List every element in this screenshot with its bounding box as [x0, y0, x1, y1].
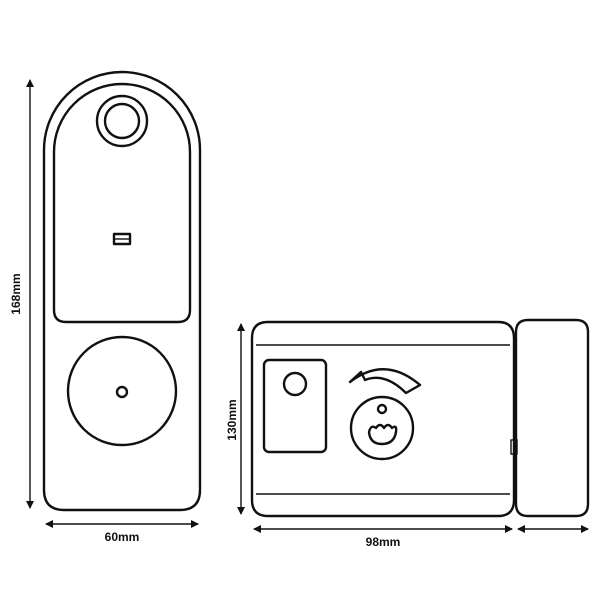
dimension-label-height: 168mm [9, 273, 23, 314]
call-button [66, 335, 178, 447]
dimension-lock-height-130: 130mm [225, 323, 245, 515]
dimension-width-60: 60mm [45, 520, 199, 544]
lock-unit [250, 320, 516, 518]
cylinder-plate [262, 358, 328, 454]
strike-plate-hinge [510, 439, 518, 455]
knob-grip [367, 423, 398, 446]
camera-lens-inner [103, 102, 141, 140]
dimension-label-width: 60mm [105, 530, 140, 544]
strike-plate [510, 318, 590, 518]
reader-unit [42, 70, 202, 512]
strike-plate-outline [514, 318, 590, 518]
dimension-height-168: 168mm [9, 79, 34, 509]
dimension-label-lock-width: 98mm [366, 535, 401, 549]
direction-arrow [348, 368, 422, 395]
dimension-lock-width-98: 98mm [253, 525, 513, 549]
knob-pin [376, 403, 388, 415]
lock-body-outline [250, 320, 516, 518]
reader-body-outline [42, 70, 202, 512]
knob-outer [349, 395, 415, 461]
dimension-label-lock-height: 130mm [225, 399, 239, 440]
reader-panel [52, 82, 192, 324]
call-button-dot [115, 385, 129, 399]
cylinder-hole [282, 371, 308, 397]
camera-lens-outer [95, 94, 149, 148]
